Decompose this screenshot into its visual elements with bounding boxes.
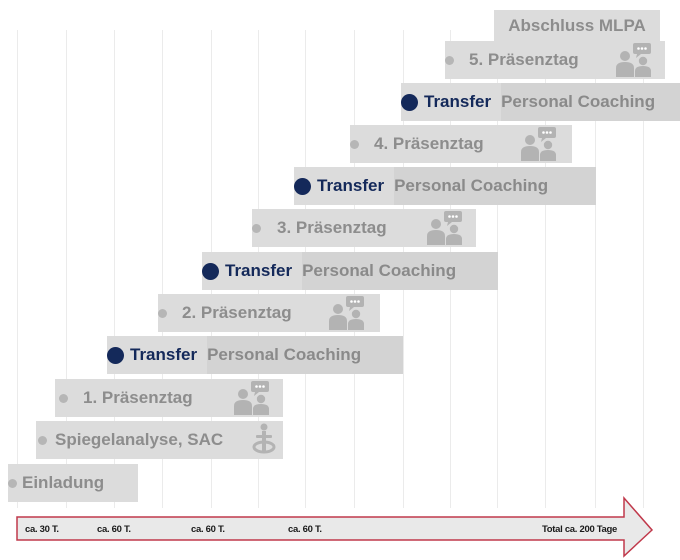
bullet-dot <box>38 435 47 445</box>
bullet-dot <box>8 478 17 488</box>
gridline <box>17 30 18 508</box>
praesenztag-5-step: 5. Präsenztag <box>445 41 665 79</box>
transfer-box: Transfer <box>202 252 303 290</box>
transfer-coaching-step: Transfer Personal Coaching <box>107 336 403 374</box>
praesenztag-5-label: 5. Präsenztag <box>469 50 579 69</box>
transfer-box: Transfer <box>107 336 208 374</box>
transfer-coaching-step: Transfer Personal Coaching <box>202 252 498 290</box>
transfer-dot <box>107 346 124 364</box>
praesenztag-4-step: 4. Präsenztag <box>350 125 572 163</box>
praesenztag-3-label: 3. Präsenztag <box>277 218 387 237</box>
praesenztag-2-label: 2. Präsenztag <box>182 303 292 322</box>
bullet-dot <box>445 55 454 65</box>
people-speech-icon <box>616 43 651 77</box>
praesenztag-2-step: 2. Präsenztag <box>158 294 380 332</box>
bullet-dot <box>350 139 359 149</box>
transfer-coaching-step: Transfer Personal Coaching <box>401 83 680 121</box>
transfer-coaching-step: Transfer Personal Coaching <box>294 167 596 205</box>
transfer-label: Transfer <box>317 176 385 195</box>
transfer-box: Transfer <box>401 83 502 121</box>
timeline-total-label: Total ca. 200 Tage <box>542 524 618 535</box>
timeline-tick-label: ca. 30 T. <box>25 524 59 535</box>
timeline-tick-label: ca. 60 T. <box>97 524 131 535</box>
einladung-label: Einladung <box>22 473 105 492</box>
gridline <box>643 30 644 508</box>
spiegelanalyse-label: Spiegelanalyse, SAC <box>55 430 224 449</box>
bullet-dot <box>252 223 261 233</box>
transfer-label: Transfer <box>225 261 293 280</box>
timeline-tick-label: ca. 60 T. <box>191 524 225 535</box>
praesenztag-3-step: 3. Präsenztag <box>252 209 476 247</box>
gridline <box>66 30 67 508</box>
people-speech-icon <box>234 381 269 415</box>
einladung-step: Einladung <box>8 464 138 502</box>
bullet-dot <box>59 393 68 403</box>
gridline <box>114 30 115 508</box>
abschluss-mlpa-box: Abschluss MLPA <box>494 10 660 42</box>
transfer-label: Transfer <box>130 345 198 364</box>
personal-coaching-label: Personal Coaching <box>302 261 457 280</box>
people-speech-icon <box>427 211 462 245</box>
gridline <box>595 30 596 508</box>
abschluss-mlpa-label: Abschluss MLPA <box>508 16 646 35</box>
timeline-arrow <box>16 496 654 558</box>
praesenztag-4-label: 4. Präsenztag <box>374 134 484 153</box>
timeline-tick-label: ca. 60 T. <box>288 524 322 535</box>
people-speech-icon <box>329 296 364 330</box>
spiegelanalyse-step: Spiegelanalyse, SAC <box>36 421 283 459</box>
bullet-dot <box>158 308 167 318</box>
people-speech-icon <box>521 127 556 161</box>
transfer-dot <box>294 177 311 195</box>
praesenztag-1-step: 1. Präsenztag <box>55 379 283 417</box>
personal-coaching-label: Personal Coaching <box>501 92 656 111</box>
transfer-dot <box>202 262 219 280</box>
transfer-dot <box>401 93 418 111</box>
gridline <box>545 30 546 508</box>
transfer-box: Transfer <box>294 167 395 205</box>
personal-coaching-label: Personal Coaching <box>207 345 362 364</box>
personal-coaching-label: Personal Coaching <box>394 176 549 195</box>
praesenztag-1-label: 1. Präsenztag <box>83 388 193 407</box>
gridline <box>162 30 163 508</box>
assessment-figure-icon <box>252 423 276 454</box>
transfer-label: Transfer <box>424 92 492 111</box>
